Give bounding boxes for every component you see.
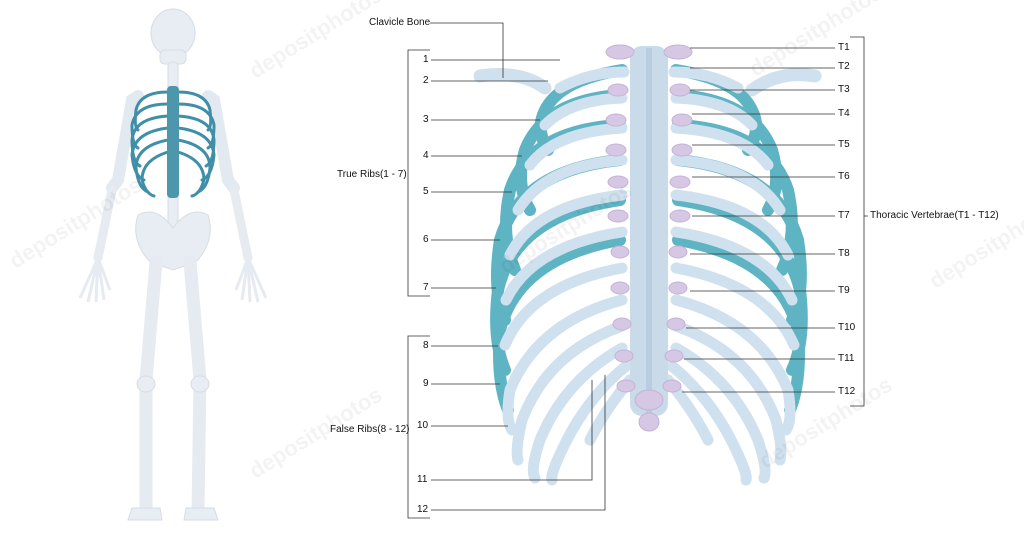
rib-number-label: 2 xyxy=(423,75,429,86)
rib-number-label: 11 xyxy=(417,474,428,485)
clavicle-left xyxy=(473,68,552,95)
rib-number-label: 9 xyxy=(423,378,429,389)
vertebra-label: T12 xyxy=(838,386,856,397)
vertebra-label: T10 xyxy=(838,322,856,333)
vertebra-label: T1 xyxy=(838,42,850,53)
vertebra-label: T6 xyxy=(838,171,850,182)
clavicle-right xyxy=(745,68,822,97)
false-ribs-label: False Ribs(8 - 12) xyxy=(330,424,410,435)
vertebra-label: T7 xyxy=(838,210,850,221)
rib-number-label: 10 xyxy=(417,420,429,431)
vertebra-label: T5 xyxy=(838,139,850,150)
vertebra-label: T3 xyxy=(838,84,850,95)
rib-number-label: 12 xyxy=(417,504,429,515)
rib-number-label: 5 xyxy=(423,186,429,197)
vertebra-label: T2 xyxy=(838,61,850,72)
vertebra-label: T4 xyxy=(838,108,850,119)
vertebra-label: T8 xyxy=(838,248,850,259)
full-skeleton xyxy=(78,8,268,521)
true-ribs-label: True Ribs(1 - 7) xyxy=(337,169,407,180)
vertebra-label: T9 xyxy=(838,285,850,296)
rib-number-label: 3 xyxy=(423,114,429,125)
rib-number-label: 4 xyxy=(423,150,429,161)
rib-number-label: 6 xyxy=(423,234,429,245)
ribs-front xyxy=(499,66,800,486)
rib-number-label: 7 xyxy=(423,282,429,293)
thoracic-vertebrae-label: Thoracic Vertebrae(T1 - T12) xyxy=(870,210,999,221)
small-spine-highlight xyxy=(167,86,179,198)
small-ribcage xyxy=(130,90,216,198)
leader-lines xyxy=(407,22,868,519)
vertebra-processes xyxy=(605,44,693,432)
rib-number-label: 1 xyxy=(423,54,429,65)
ribcage xyxy=(473,44,822,486)
rib-number-label: 8 xyxy=(423,340,429,351)
clavicle-label: Clavicle Bone xyxy=(369,17,431,28)
vertebra-label: T11 xyxy=(838,353,855,364)
thoracic-spine xyxy=(630,46,668,420)
